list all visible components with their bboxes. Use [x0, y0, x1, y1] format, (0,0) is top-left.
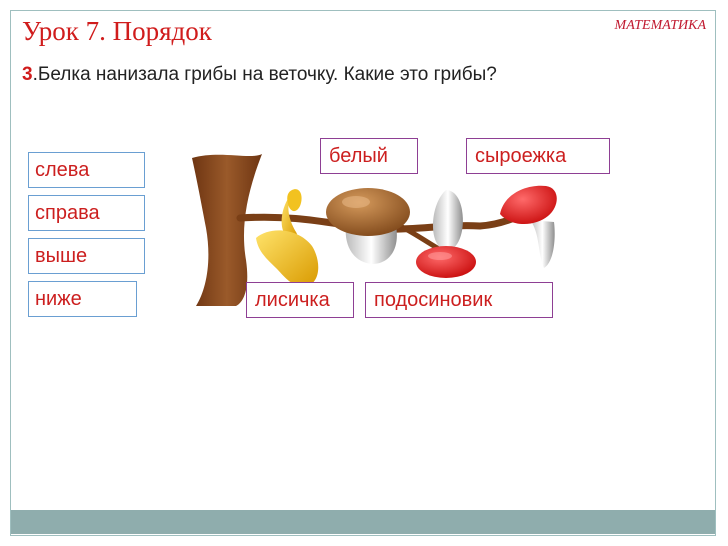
word-vyshe[interactable]: выше [28, 238, 145, 274]
tree-trunk [192, 154, 262, 306]
word-sprava[interactable]: справа [28, 195, 145, 231]
subject-label: МАТЕМАТИКА [614, 18, 706, 33]
label-syroezhka[interactable]: сыроежка [466, 138, 610, 174]
label-beliy[interactable]: белый [320, 138, 418, 174]
question-body: .Белка нанизала грибы на веточку. Какие … [32, 64, 497, 85]
lesson-title: Урок 7. Порядок [22, 16, 212, 46]
footer-bar [11, 510, 715, 534]
word-nizhe[interactable]: ниже [28, 281, 137, 317]
word-sleva[interactable]: слева [28, 152, 145, 188]
label-lisichka[interactable]: лисичка [246, 282, 354, 318]
question-number: 3 [22, 64, 33, 85]
label-podosinovik[interactable]: подосиновик [365, 282, 553, 318]
aspen-mushroom [416, 190, 476, 278]
question-text: 3.Белка нанизала грибы на веточку. Какие… [22, 64, 497, 86]
porcini-mushroom [326, 188, 410, 264]
russula-mushroom [500, 185, 557, 268]
chanterelle-mushroom [256, 189, 319, 287]
